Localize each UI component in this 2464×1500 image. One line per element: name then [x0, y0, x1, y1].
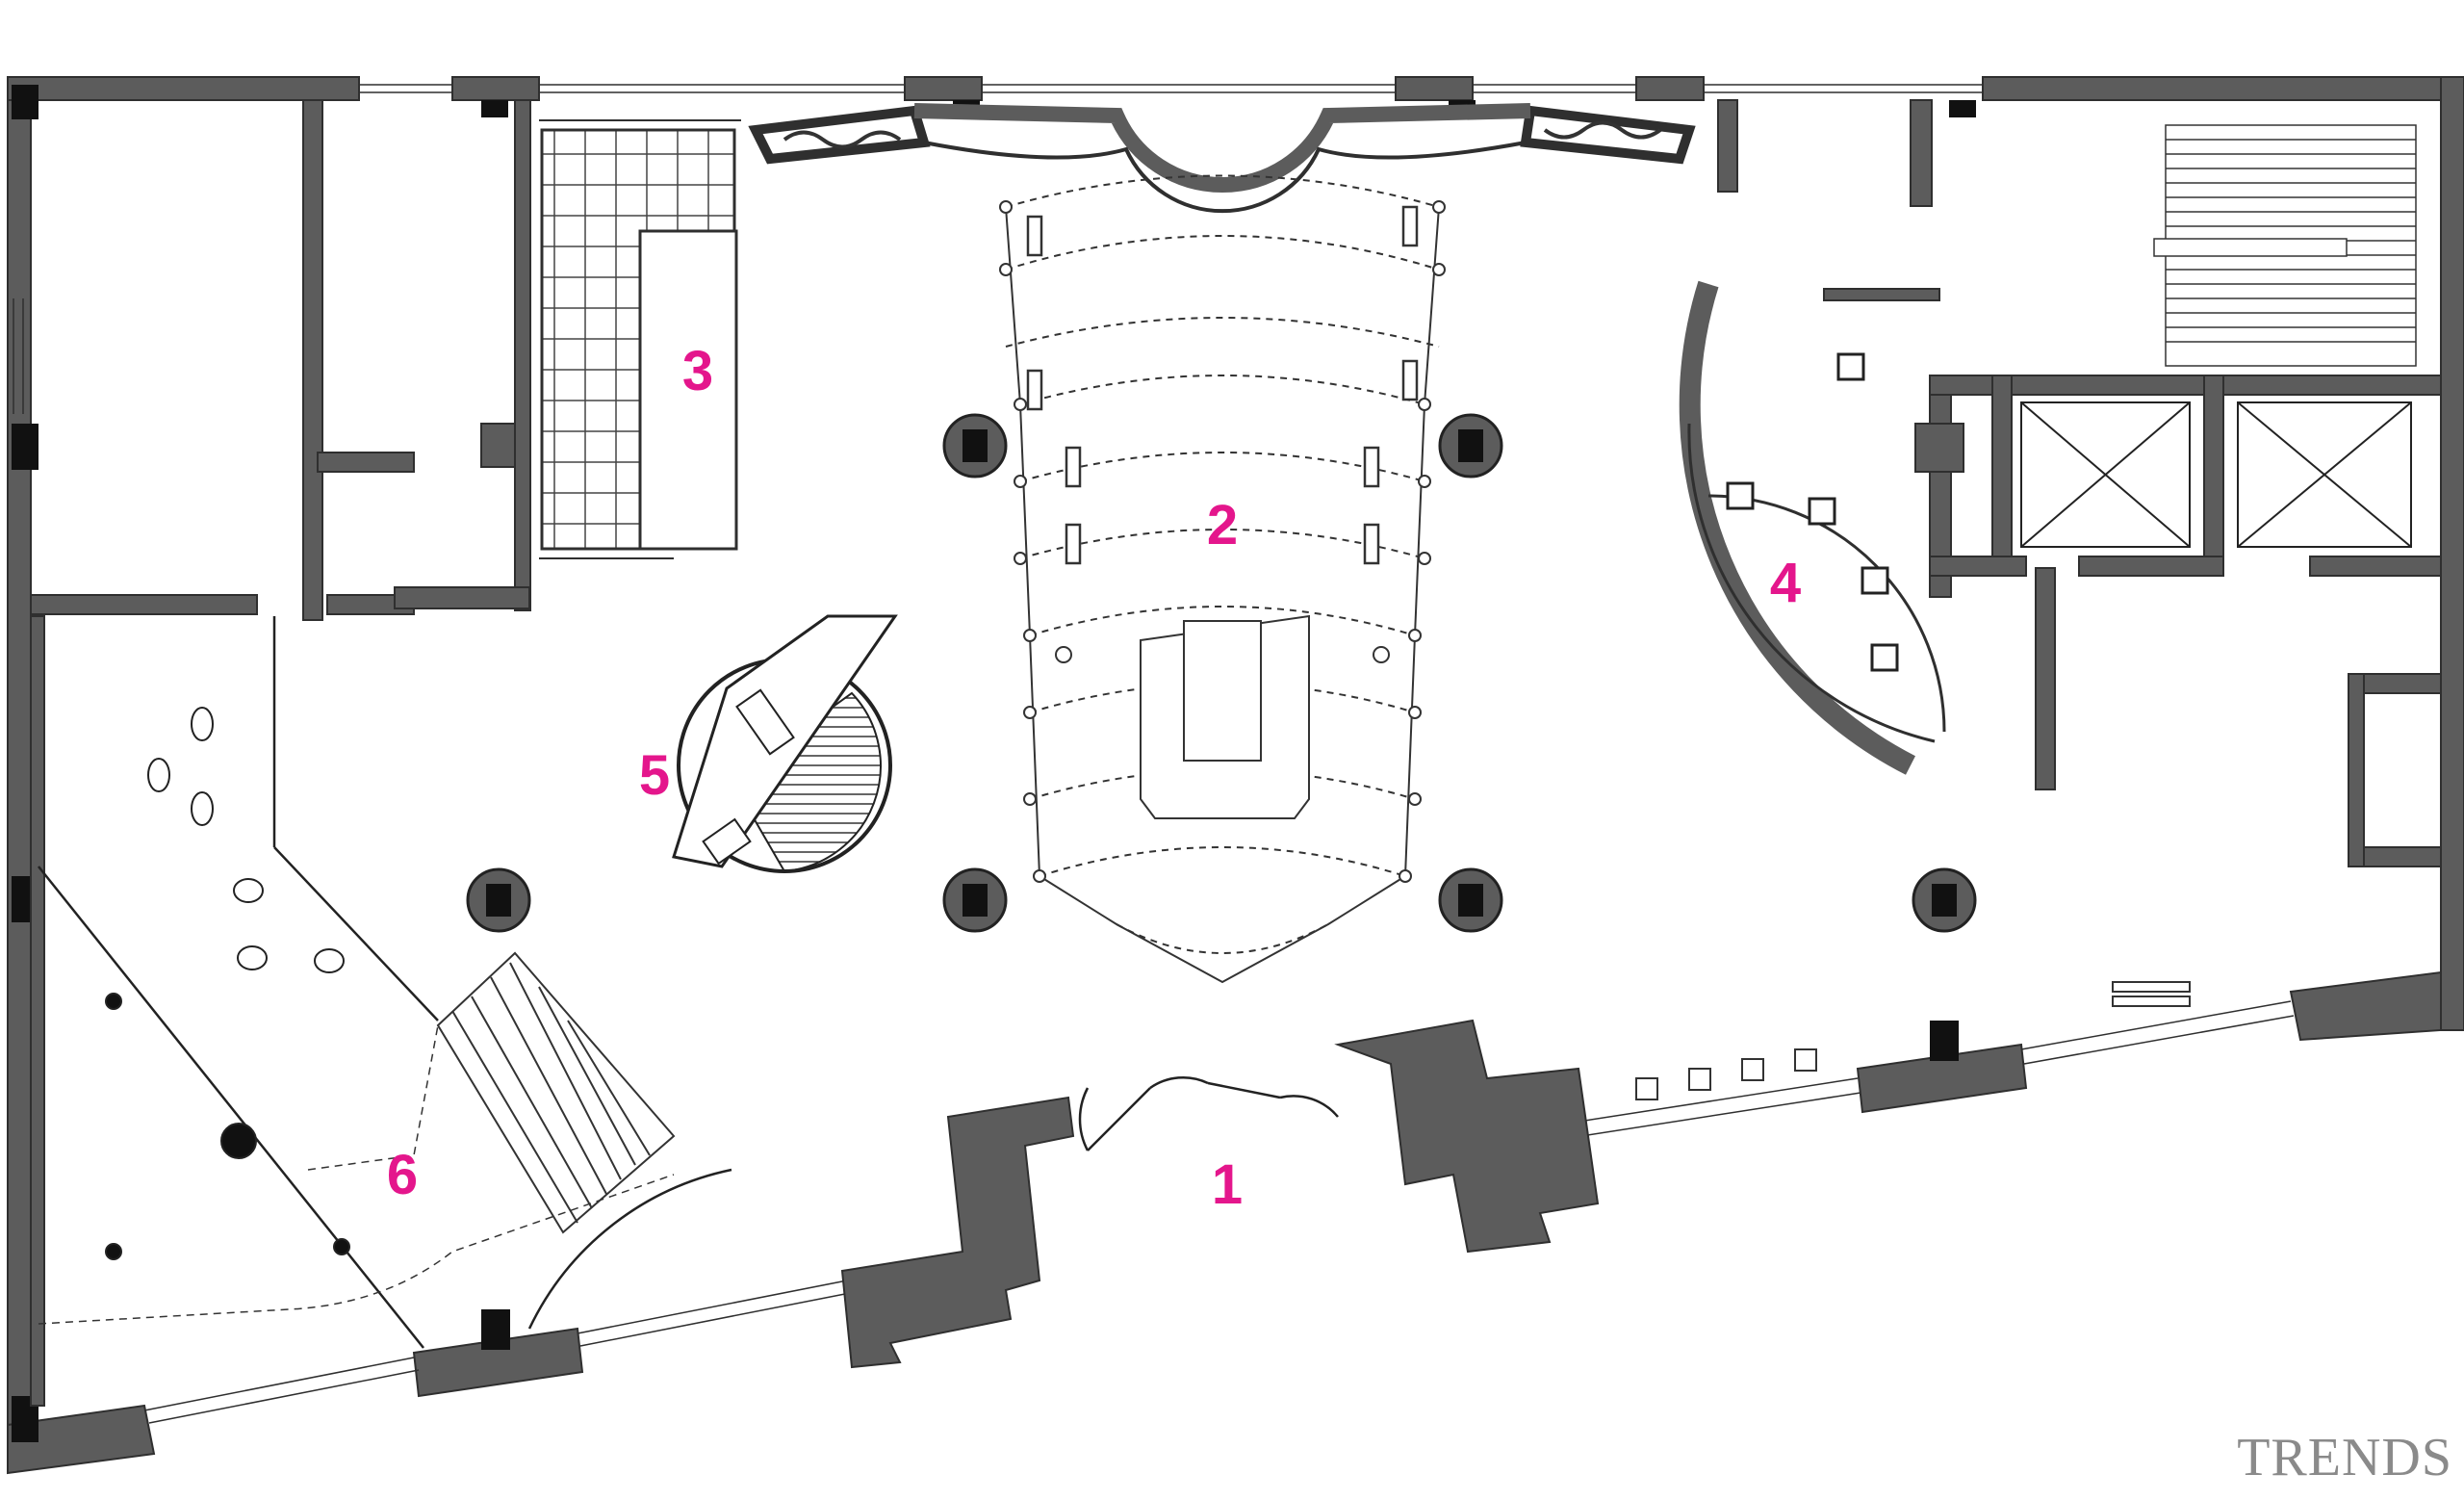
zone-label-6: 6: [387, 1144, 418, 1206]
lounge-chairs: [1726, 352, 1899, 672]
floor-fixtures: [105, 707, 350, 1260]
zone-label-5: 5: [639, 744, 670, 807]
service-counter: [1140, 614, 1310, 819]
light-boxes: [1026, 205, 1419, 565]
column: [466, 867, 531, 933]
lower-stairs: [436, 951, 676, 1234]
zone-label-2: 2: [1207, 494, 1238, 556]
diagonal-partitions: [38, 616, 732, 1349]
entrance-doors: [1078, 1075, 1339, 1151]
right-stairs: [2153, 124, 2417, 367]
columns: [466, 413, 1977, 933]
circular-display: [672, 614, 898, 873]
tile-display-wall: [539, 119, 741, 559]
elevator-shafts: [2020, 401, 2412, 548]
display-alcove-wall: [748, 103, 1696, 214]
curved-lounge-wall: [1679, 280, 1946, 775]
entrance-piers: [840, 1019, 1600, 1369]
column: [1438, 413, 1503, 478]
window-glazing: [13, 84, 2295, 1424]
floor-dashed-outline: [38, 1024, 675, 1325]
zone-labels: 1 2 3 4 5 6: [387, 340, 1801, 1216]
spotlight-fixtures: [999, 200, 1446, 883]
zone-label-4: 4: [1770, 552, 1801, 614]
exterior-walls: [7, 76, 2464, 1475]
watermark: TRENDS: [2237, 1428, 2452, 1487]
interior-walls: [30, 99, 2442, 1407]
column: [1438, 867, 1503, 933]
display-cases: [1635, 981, 2191, 1100]
zone-label-1: 1: [1212, 1153, 1243, 1216]
column: [942, 867, 1008, 933]
lighting-rails: [1005, 206, 1440, 984]
zone-label-3: 3: [682, 340, 713, 402]
column: [942, 413, 1008, 478]
column: [1912, 867, 1977, 933]
